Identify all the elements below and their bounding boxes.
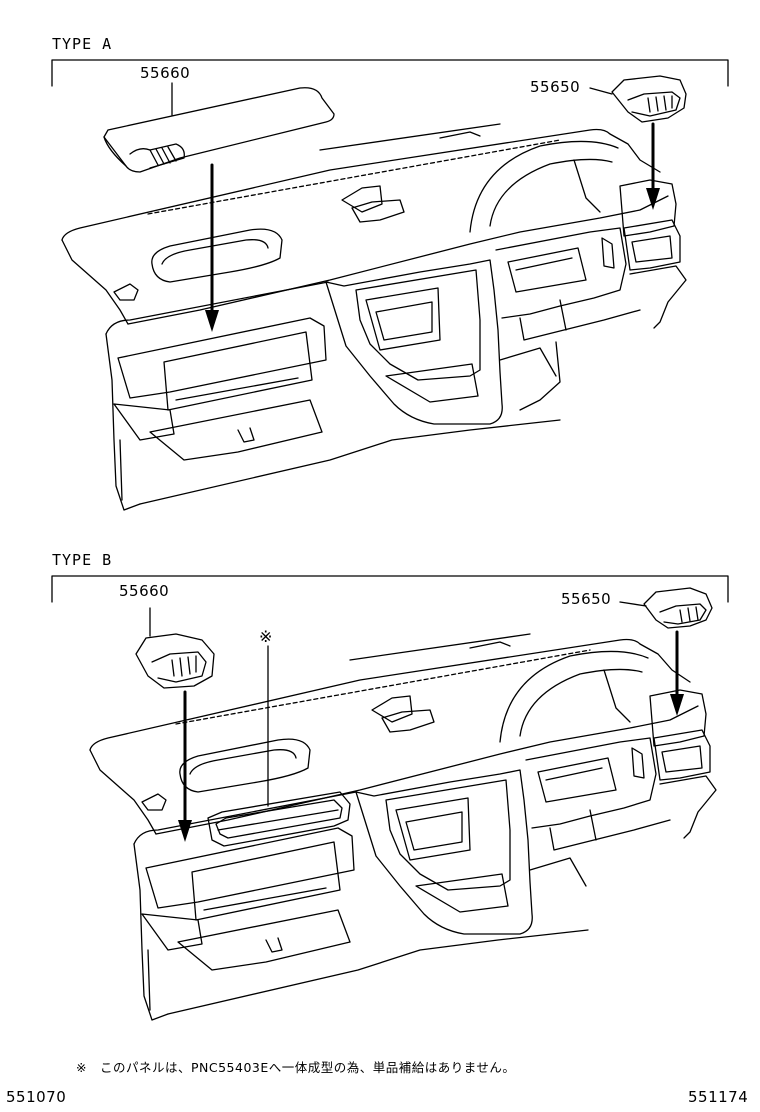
- type-a-bracket: [52, 60, 728, 86]
- type-a-arrow-left: [205, 165, 219, 332]
- type-b-title: TYPE B: [52, 551, 113, 569]
- type-a-part-55650-label: 55650: [530, 78, 581, 96]
- footnote: ※ このパネルは、PNC55403Eへ一体成型の為、単品補給はありません。: [76, 1060, 516, 1075]
- type-b-vent-55650: [620, 588, 712, 628]
- reference-left: 551070: [6, 1088, 67, 1106]
- type-b-arrow-right: [670, 632, 684, 716]
- type-a-part-55660-label: 55660: [140, 64, 191, 82]
- type-a-vent-55650: [590, 76, 686, 122]
- type-b-note-marker: ※: [259, 627, 273, 646]
- type-b-bracket: [52, 576, 728, 602]
- type-b-vent-55660: [136, 608, 214, 688]
- type-a-dashboard: [62, 124, 686, 510]
- type-b-part-55650-label: 55650: [561, 590, 612, 608]
- type-a-vent-55660: [104, 83, 334, 172]
- type-a-title: TYPE A: [52, 35, 113, 53]
- reference-right: 551174: [688, 1088, 749, 1106]
- type-b-part-55660-label: 55660: [119, 582, 170, 600]
- type-b-arrow-left: [178, 692, 192, 842]
- type-a-arrow-right: [646, 124, 660, 210]
- type-b-dashboard: [90, 634, 716, 1020]
